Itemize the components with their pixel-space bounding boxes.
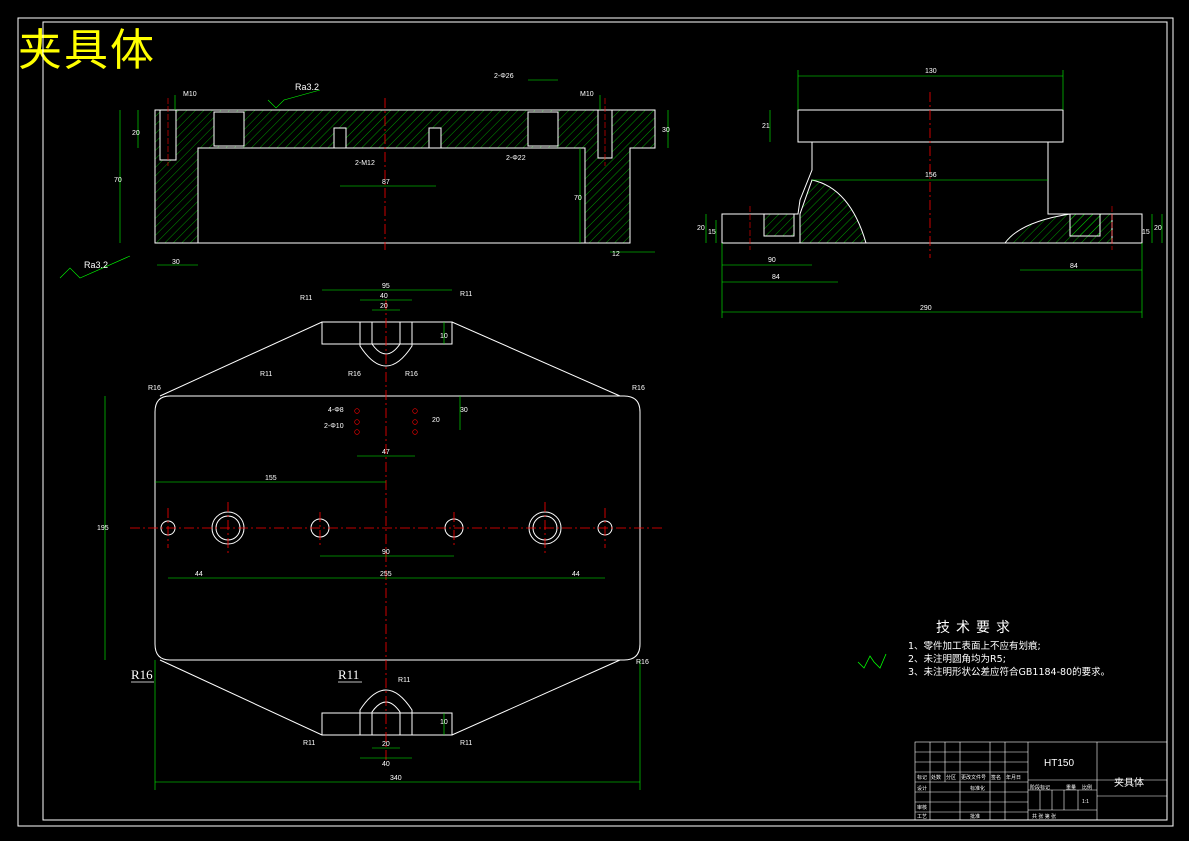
- svg-text:4-Φ8: 4-Φ8: [328, 407, 344, 414]
- svg-text:比例: 比例: [1082, 784, 1092, 791]
- svg-text:30: 30: [460, 407, 468, 414]
- svg-text:44: 44: [572, 571, 580, 578]
- title-block: [914, 741, 1168, 821]
- svg-text:2-Φ22: 2-Φ22: [506, 155, 526, 162]
- svg-text:M10: M10: [183, 91, 197, 98]
- front-dimensions: [59, 79, 669, 279]
- outer-frame: [17, 17, 1174, 827]
- svg-text:R11: R11: [398, 677, 410, 684]
- svg-text:R11: R11: [260, 371, 272, 378]
- svg-text:84: 84: [772, 274, 780, 281]
- svg-text:21: 21: [762, 123, 770, 130]
- svg-text:2-Φ26: 2-Φ26: [494, 73, 514, 80]
- svg-text:R11: R11: [300, 295, 312, 302]
- svg-text:20: 20: [432, 417, 440, 424]
- svg-text:290: 290: [920, 305, 932, 312]
- side-dim-text: 130 21 156 20 15 20 15 90 84 84 290: [697, 68, 1162, 312]
- svg-text:90: 90: [382, 549, 390, 556]
- svg-text:340: 340: [390, 775, 402, 782]
- svg-text:155: 155: [265, 475, 277, 482]
- drawing-title: 夹具体: [18, 25, 156, 76]
- part-name: 夹具体: [1114, 776, 1144, 789]
- svg-text:标记: 标记: [917, 774, 927, 781]
- svg-text:15: 15: [708, 229, 716, 236]
- svg-text:84: 84: [1070, 263, 1078, 270]
- svg-text:处数: 处数: [931, 774, 941, 781]
- svg-text:R16: R16: [148, 385, 161, 392]
- svg-text:130: 130: [925, 68, 937, 75]
- svg-text:30: 30: [172, 259, 180, 266]
- tech-requirements-heading: 技术要求: [936, 620, 1016, 636]
- svg-text:R11: R11: [303, 740, 315, 747]
- svg-text:R16: R16: [632, 385, 645, 392]
- svg-text:设计: 设计: [917, 785, 927, 792]
- svg-text:156: 156: [925, 172, 937, 179]
- tech-requirement-1: 1、零件加工表面上不应有划痕;: [908, 641, 1041, 652]
- svg-text:47: 47: [382, 449, 390, 456]
- svg-text:30: 30: [662, 127, 670, 134]
- svg-text:R11: R11: [460, 740, 472, 747]
- svg-text:阶段标记: 阶段标记: [1030, 784, 1050, 791]
- svg-text:审核: 审核: [917, 804, 927, 811]
- svg-text:20: 20: [132, 130, 140, 137]
- svg-text:标准化: 标准化: [970, 785, 985, 792]
- material-label: HT150: [1044, 758, 1074, 769]
- svg-text:1:1: 1:1: [1082, 799, 1089, 805]
- svg-text:工艺: 工艺: [917, 814, 927, 820]
- svg-text:20: 20: [382, 741, 390, 748]
- svg-text:M10: M10: [580, 91, 594, 98]
- svg-text:2-M12: 2-M12: [355, 160, 375, 167]
- svg-text:90: 90: [768, 257, 776, 264]
- svg-text:R16: R16: [405, 371, 418, 378]
- title-block-text: HT150 夹具体 标记 处数 分区 更改文件号 签名 年月日 设计 审核 工艺…: [917, 758, 1144, 820]
- svg-text:R11: R11: [460, 291, 472, 298]
- svg-text:2-Φ10: 2-Φ10: [324, 423, 344, 430]
- svg-text:10: 10: [440, 333, 448, 340]
- svg-text:70: 70: [574, 195, 582, 202]
- side-dimensions: [705, 70, 1163, 318]
- label-r11: R11: [338, 667, 359, 682]
- tech-requirement-2: 2、未注明圆角均为R5;: [908, 654, 1006, 665]
- front-dim-text: M10 Ra3.2 2-Φ26 M10 20 70 2-M12 2-Φ22 87…: [84, 73, 670, 270]
- svg-text:12: 12: [612, 251, 620, 258]
- svg-text:70: 70: [114, 177, 122, 184]
- svg-text:255: 255: [380, 571, 392, 578]
- top-dim-text: 95 40 20 10 R11 R11 R16 R16 4-Φ8 2-Φ10 2…: [97, 283, 649, 782]
- top-dimensions: [104, 289, 641, 790]
- roughness-symbol: [857, 653, 887, 669]
- svg-text:95: 95: [382, 283, 390, 290]
- svg-text:年月日: 年月日: [1006, 774, 1021, 781]
- svg-text:40: 40: [382, 761, 390, 768]
- side-hatch-left: [799, 179, 867, 244]
- svg-text:40: 40: [380, 293, 388, 300]
- svg-text:15: 15: [1142, 229, 1150, 236]
- tech-requirement-3: 3、未注明形状公差应符合GB1184-80的要求。: [908, 667, 1111, 678]
- svg-text:44: 44: [195, 571, 203, 578]
- svg-text:20: 20: [1154, 225, 1162, 232]
- svg-text:20: 20: [697, 225, 705, 232]
- svg-text:20: 20: [380, 303, 388, 310]
- side-view: [721, 109, 1143, 244]
- svg-text:R16: R16: [348, 371, 361, 378]
- svg-text:签名: 签名: [991, 774, 1001, 781]
- svg-text:分区: 分区: [946, 774, 956, 781]
- svg-text:10: 10: [440, 719, 448, 726]
- svg-text:Ra3.2: Ra3.2: [295, 82, 319, 92]
- svg-text:重量: 重量: [1066, 784, 1076, 791]
- inner-frame: [42, 21, 1168, 821]
- svg-text:共 张 第 张: 共 张 第 张: [1032, 813, 1056, 820]
- svg-text:R16: R16: [636, 659, 649, 666]
- svg-text:87: 87: [382, 179, 390, 186]
- label-r16: R16: [131, 667, 153, 682]
- top-centerlines: [130, 300, 665, 760]
- svg-text:更改文件号: 更改文件号: [961, 774, 986, 781]
- svg-text:Ra3.2: Ra3.2: [84, 260, 108, 270]
- svg-text:195: 195: [97, 525, 109, 532]
- front-view: [154, 109, 656, 244]
- svg-text:批准: 批准: [970, 813, 980, 820]
